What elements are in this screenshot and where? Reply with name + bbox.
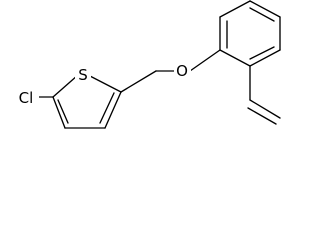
- bond-o-aryl: [189, 49, 221, 72]
- bond-c4-c5-inner: [99, 92, 115, 124]
- chlorine-label-mask: [13, 87, 39, 107]
- sulfur-label-mask: [75, 64, 91, 84]
- bond-benzene-5-inner: [249, 46, 275, 60]
- bond-s-c2: [52, 74, 79, 98]
- bond-cho-o-inner: [247, 107, 277, 125]
- substituent-bonds: [37, 49, 221, 98]
- bond-benzene-6: [219, 49, 251, 67]
- bond-benzene-3-inner: [249, 7, 275, 22]
- aldehyde-group: [247, 65, 281, 125]
- sulfur-label: S: [78, 66, 88, 84]
- bond-benzene-2: [219, 0, 251, 18]
- bond-cho-o: [249, 99, 281, 119]
- bond-c4-c5: [104, 91, 122, 129]
- bond-benzene-5: [249, 49, 281, 67]
- chemical-structure: Cl S O: [13, 0, 281, 129]
- bond-c2-c3-inner: [57, 99, 69, 124]
- bond-c2-c3: [52, 96, 66, 129]
- bond-c5-ch2: [120, 70, 157, 93]
- oxygen-label: O: [176, 62, 188, 80]
- thiophene-ring: [52, 74, 122, 129]
- bond-s-c5: [87, 74, 122, 93]
- chlorine-label: Cl: [19, 89, 34, 107]
- bond-benzene-3: [249, 0, 281, 18]
- benzene-ring: [219, 0, 281, 67]
- oxygen-label-mask: [174, 62, 191, 80]
